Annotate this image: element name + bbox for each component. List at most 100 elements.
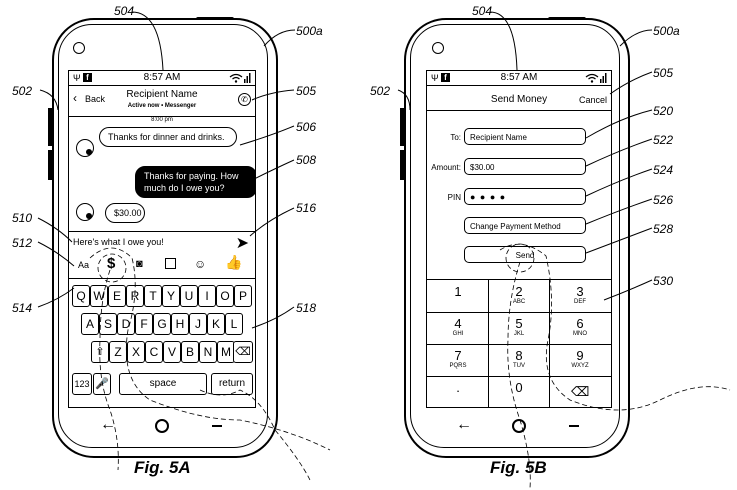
send-arrow-icon[interactable]: ➤ [235, 235, 249, 252]
numbers-key[interactable]: 123 [72, 373, 92, 395]
to-field[interactable]: Recipient Name [464, 128, 586, 145]
key-s[interactable]: S [99, 313, 117, 335]
leader-line-504 [489, 11, 518, 71]
numpad-letters: MNO [573, 331, 587, 337]
send-money-header: Send Money Cancel [427, 86, 611, 111]
key-p[interactable]: P [234, 285, 252, 307]
key-t[interactable]: T [144, 285, 162, 307]
delete-key[interactable]: ⌫ [233, 341, 253, 363]
space-key[interactable]: space [119, 373, 207, 395]
back-arrow-icon[interactable]: ← [100, 416, 116, 433]
to-label: To: [450, 133, 461, 142]
recents-icon[interactable] [569, 425, 579, 427]
incoming-message: Thanks for dinner and drinks. [99, 127, 237, 147]
microphone-key[interactable]: 🎤 [93, 373, 111, 395]
numpad-key-0[interactable]: 0 [488, 380, 550, 395]
key-e[interactable]: E [108, 285, 126, 307]
numpad-letters: WXYZ [571, 363, 589, 369]
active-status: Active now • Messenger [127, 103, 197, 109]
message-input[interactable]: Here's what I owe you! [73, 237, 164, 247]
numpad-key-1[interactable]: 1 [427, 284, 489, 299]
pin-label: PIN [447, 193, 461, 202]
numpad-key-dot[interactable]: . [427, 380, 489, 395]
key-g[interactable]: G [153, 313, 171, 335]
ref-label: 504 [472, 4, 493, 18]
screen: Ψ f 8:57 AM Send Money Cancel To: Recipi… [426, 70, 612, 408]
key-a[interactable]: A [81, 313, 99, 335]
avatar-icon [76, 203, 94, 221]
cancel-button[interactable]: Cancel [578, 95, 607, 105]
numpad-digit: 8 [515, 348, 523, 363]
delete-icon: ⌫ [235, 346, 251, 358]
key-h[interactable]: H [171, 313, 189, 335]
numpad-digit: 2 [515, 284, 523, 299]
back-chevron-icon[interactable]: ‹ [73, 91, 77, 105]
usb-icon: Ψ [73, 73, 81, 83]
recents-icon[interactable] [212, 425, 222, 427]
ref-label: 516 [296, 201, 317, 215]
key-y[interactable]: Y [162, 285, 180, 307]
leader-line-514 [37, 287, 75, 308]
leader-line-530 [603, 279, 653, 301]
home-icon[interactable] [512, 419, 526, 433]
key-l[interactable]: L [225, 313, 243, 335]
ref-label: 502 [370, 84, 391, 98]
recipient-name: Recipient Name [126, 89, 198, 100]
ref-label: 505 [653, 66, 674, 80]
touch-indicator [505, 243, 535, 273]
key-b[interactable]: B [181, 341, 199, 363]
key-j[interactable]: J [189, 313, 207, 335]
payment-button[interactable]: $ [107, 255, 116, 272]
ref-label: 524 [653, 163, 674, 177]
ref-label: 502 [12, 84, 33, 98]
smiley-icon[interactable]: ☺ [194, 257, 207, 271]
leader-line-524 [585, 168, 653, 197]
ref-label: 505 [296, 84, 317, 98]
key-n[interactable]: N [199, 341, 217, 363]
key-o[interactable]: O [216, 285, 234, 307]
delete-icon[interactable]: ⌫ [571, 384, 590, 399]
return-key[interactable]: return [211, 373, 253, 395]
text-format-button[interactable]: Aa [78, 260, 90, 270]
key-w[interactable]: W [90, 285, 108, 307]
pin-field[interactable]: ● ● ● ● [464, 188, 586, 205]
key-c[interactable]: C [145, 341, 163, 363]
finger-outline [499, 243, 731, 489]
back-arrow-icon[interactable]: ← [456, 416, 472, 433]
key-u[interactable]: U [180, 285, 198, 307]
home-icon[interactable] [155, 419, 169, 433]
phone-call-icon[interactable]: ✆ [238, 93, 251, 106]
ref-label: 500a [296, 24, 323, 38]
leader-line-502 [39, 89, 59, 111]
key-v[interactable]: V [163, 341, 181, 363]
camera-icon[interactable]: ◙ [136, 258, 143, 270]
numpad-digit: . [456, 380, 460, 395]
thumbs-up-icon[interactable]: 👍 [225, 254, 243, 270]
status-bar: Ψ f 8:57 AM [427, 71, 611, 86]
key-k[interactable]: K [207, 313, 225, 335]
key-d[interactable]: D [117, 313, 135, 335]
numpad-digit: 9 [576, 348, 584, 363]
facebook-icon: f [441, 73, 450, 82]
change-payment-method-button[interactable]: Change Payment Method [464, 217, 586, 234]
key-i[interactable]: I [198, 285, 216, 307]
key-x[interactable]: X [127, 341, 145, 363]
send-button[interactable]: Send [464, 246, 586, 263]
key-q[interactable]: Q [72, 285, 90, 307]
key-z[interactable]: Z [109, 341, 127, 363]
amount-field[interactable]: $30.00 [464, 158, 586, 175]
image-icon[interactable] [165, 258, 176, 269]
key-f[interactable]: F [135, 313, 153, 335]
back-button[interactable]: Back [85, 94, 106, 104]
leader-line-522 [585, 138, 653, 167]
leader-line-505 [609, 71, 653, 95]
